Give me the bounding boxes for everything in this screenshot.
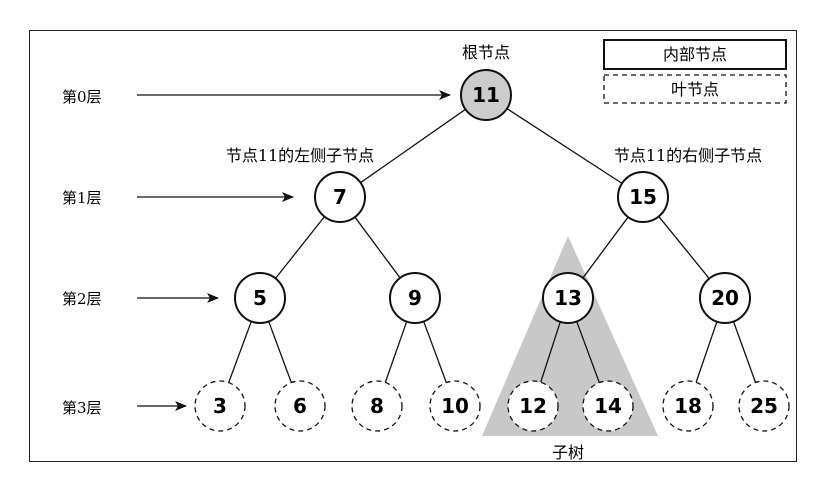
diagram-frame <box>29 30 797 462</box>
edge-9-8 <box>384 321 408 383</box>
tree-node-20: 20 <box>699 272 751 324</box>
node-key-6: 6 <box>293 394 307 418</box>
tree-node-11: 11 <box>460 69 512 121</box>
node-circle-3 <box>194 380 246 432</box>
edge-5-3 <box>228 321 252 383</box>
node-circle-12 <box>507 380 559 432</box>
tree-node-18: 18 <box>662 380 714 432</box>
edge-13-12 <box>540 321 561 383</box>
node-key-9: 9 <box>408 286 422 310</box>
node-key-15: 15 <box>629 185 657 209</box>
node-circle-6 <box>274 380 326 432</box>
tree-node-15: 15 <box>617 171 669 223</box>
tree-node-9: 9 <box>389 272 441 324</box>
node-key-3: 3 <box>213 394 227 418</box>
node-circle-15 <box>617 171 669 223</box>
node-key-14: 14 <box>594 394 622 418</box>
tree-edges <box>228 108 757 383</box>
edge-5-6 <box>268 321 292 383</box>
tree-node-12: 12 <box>507 380 559 432</box>
level-label-3: 第3层 <box>62 399 102 417</box>
node-circle-9 <box>389 272 441 324</box>
tree-nodes: 11 7 15 5 9 13 20 3 6 8 10 12 14 18 25 <box>194 69 790 432</box>
node-key-25: 25 <box>750 394 778 418</box>
legend-leaf-box <box>603 74 787 104</box>
tree-node-6: 6 <box>274 380 326 432</box>
tree-node-5: 5 <box>234 272 286 324</box>
node-circle-14 <box>582 380 634 432</box>
edge-9-10 <box>423 321 447 383</box>
node-circle-25 <box>738 380 790 432</box>
node-key-11: 11 <box>472 83 500 107</box>
node-circle-18 <box>662 380 714 432</box>
level-label-0: 第0层 <box>62 88 102 106</box>
node-circle-11 <box>460 69 512 121</box>
node-key-10: 10 <box>441 394 469 418</box>
node-key-20: 20 <box>711 286 739 310</box>
tree-node-13: 13 <box>542 272 594 324</box>
node-circle-8 <box>351 380 403 432</box>
edge-20-25 <box>732 321 757 383</box>
tree-node-7: 7 <box>314 171 366 223</box>
node-key-13: 13 <box>554 286 582 310</box>
node-key-5: 5 <box>253 286 267 310</box>
node-circle-20 <box>699 272 751 324</box>
level-label-1: 第1层 <box>62 189 102 207</box>
edge-20-18 <box>695 321 718 383</box>
node-key-18: 18 <box>674 394 702 418</box>
node-key-7: 7 <box>333 185 347 209</box>
node-circle-5 <box>234 272 286 324</box>
root-label: 根节点 <box>462 43 510 62</box>
tree-node-25: 25 <box>738 380 790 432</box>
edge-15-20 <box>658 215 710 280</box>
edge-13-14 <box>576 321 600 383</box>
node-circle-13 <box>542 272 594 324</box>
tree-node-3: 3 <box>194 380 246 432</box>
edge-11-15 <box>506 108 623 184</box>
tree-node-8: 8 <box>351 380 403 432</box>
node-key-8: 8 <box>370 394 384 418</box>
node-circle-10 <box>429 380 481 432</box>
edge-7-5 <box>275 216 325 279</box>
edge-11-7 <box>360 108 466 184</box>
right-child-label: 节点11的右侧子节点 <box>614 146 762 165</box>
node-key-12: 12 <box>519 394 547 418</box>
node-circle-7 <box>314 171 366 223</box>
legend-internal-box <box>603 39 787 70</box>
level-label-2: 第2层 <box>62 290 102 308</box>
tree-node-10: 10 <box>429 380 481 432</box>
left-child-label: 节点11的左侧子节点 <box>226 146 374 165</box>
edge-7-9 <box>354 216 401 279</box>
subtree-label: 子树 <box>552 443 584 462</box>
legend-leaf-label: 叶节点 <box>671 80 719 99</box>
edge-15-13 <box>582 216 629 279</box>
tree-node-14: 14 <box>582 380 634 432</box>
legend-internal-label: 内部节点 <box>663 45 727 64</box>
